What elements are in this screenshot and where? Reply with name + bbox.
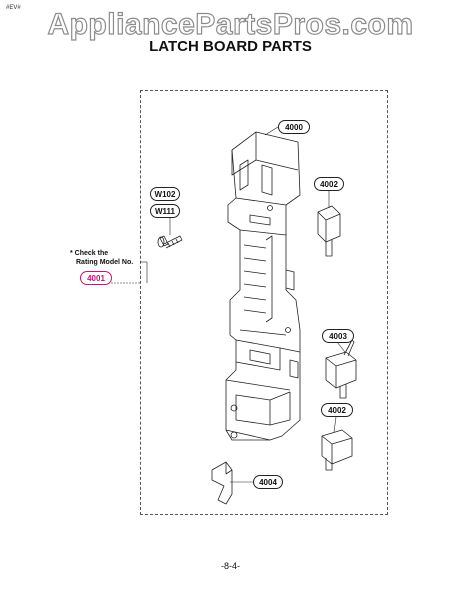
rating-note-line2: Rating Model No. [76,259,134,266]
callout-4004: 4004 [253,475,283,489]
callout-4001: 4001 [80,271,112,285]
lever-4004-part [211,461,233,505]
diagram-frame [140,90,388,515]
switch-4002-bottom-part [321,429,353,471]
callout-4003: 4003 [322,329,354,343]
corner-code: #EV# [6,5,21,11]
watermark-logo: AppliancePartsPros.com [47,7,414,41]
callout-w111: W111 [150,204,180,218]
callout-4000: 4000 [278,120,310,134]
switch-4003-part [325,339,357,399]
screw-part [157,235,183,249]
rating-note-line1: * Check the [70,250,109,257]
callout-w102: W102 [150,187,180,201]
callout-4002-bottom: 4002 [321,403,353,417]
callout-4002-top: 4002 [314,177,344,191]
latch-board-part [225,131,301,441]
page-number: -8-4- [220,561,240,571]
page-title: LATCH BOARD PARTS [149,38,312,55]
switch-4002-top-part [317,205,341,257]
